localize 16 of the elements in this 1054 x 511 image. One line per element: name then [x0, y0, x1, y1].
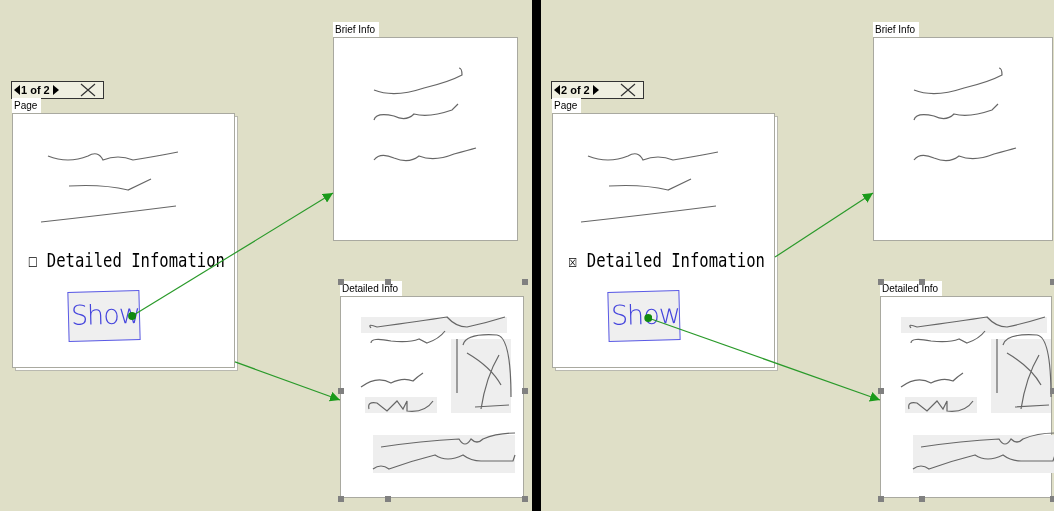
checkbox-label: ☐ Detailed Infomation — [28, 249, 225, 271]
card-tab-label: Detailed Info — [340, 281, 403, 296]
show-button-sketch: Show — [607, 290, 681, 342]
arrow — [774, 192, 874, 258]
show-button-sketch: Show — [67, 290, 141, 342]
checkbox-label: ☒ Detailed Infomation — [568, 249, 765, 271]
arrow — [234, 361, 341, 402]
card-tab-label: Page — [552, 98, 582, 113]
card-tab-label: Brief Info — [333, 22, 380, 37]
card-tab-label: Page — [12, 98, 42, 113]
pager-control: 1 of 2 — [11, 81, 104, 99]
arrow — [644, 314, 881, 402]
card-tab-label: Detailed Info — [880, 281, 943, 296]
card-tab-label: Brief Info — [873, 22, 920, 37]
pager-control: 2 of 2 — [551, 81, 644, 99]
arrow — [128, 192, 334, 320]
